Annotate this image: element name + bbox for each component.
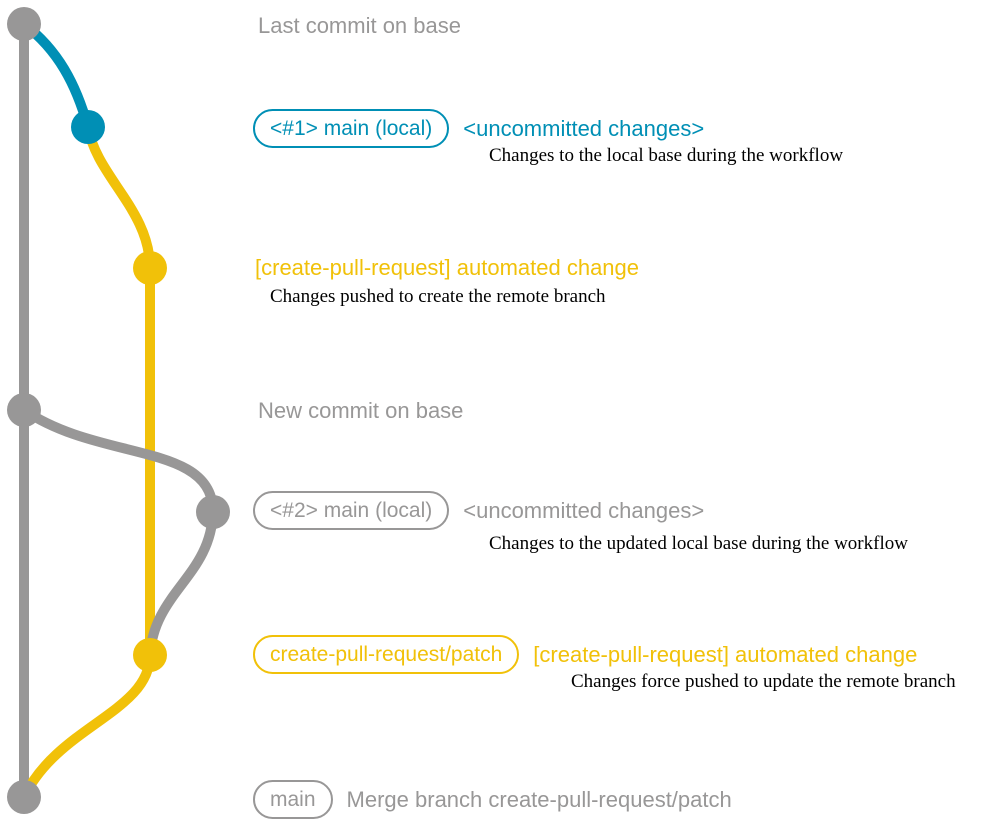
branch-badge-main-local-2: <#2> main (local) (253, 491, 450, 530)
commit-dot-uncommitted-1 (71, 110, 105, 144)
commit-dot-new-base (7, 393, 41, 427)
commit-row-uncommitted-2: <#2> main (local) <uncommitted changes> (253, 491, 704, 530)
merge-curve-patch-to-base (19, 650, 155, 802)
commit-message-automated-2: [create-pull-request] automated change (533, 641, 918, 667)
commit-message-automated-1: [create-pull-request] automated change (255, 255, 640, 280)
note-uncommitted-1: Changes to the local base during the wor… (489, 145, 844, 166)
branch-badge-main-local-1: <#1> main (local) (253, 109, 450, 148)
commit-message-uncommitted-2: <uncommitted changes> (463, 497, 705, 523)
git-graph (7, 7, 230, 814)
branch-badge-main: main (253, 780, 333, 819)
commit-dot-uncommitted-2 (196, 495, 230, 529)
commit-message-merge: Merge branch create-pull-request/patch (346, 786, 732, 812)
commit-dot-automated-1 (133, 251, 167, 285)
note-uncommitted-2: Changes to the updated local base during… (489, 533, 908, 554)
branch-off-curve-local-2 (19, 405, 218, 517)
commit-row-uncommitted-1: <#1> main (local) <uncommitted changes> (253, 109, 704, 148)
note-automated-1: Changes pushed to create the remote bran… (270, 286, 606, 307)
commit-message-new-base: New commit on base (258, 398, 464, 423)
commit-row-merge: main Merge branch create-pull-request/pa… (253, 780, 732, 819)
commit-dot-merge (7, 780, 41, 814)
commit-message-last-base: Last commit on base (258, 13, 461, 38)
note-automated-2: Changes force pushed to update the remot… (571, 671, 956, 692)
commit-message-uncommitted-1: <uncommitted changes> (463, 115, 705, 141)
branch-badge-patch: create-pull-request/patch (253, 635, 520, 674)
update-curve-local-2-to-patch (145, 507, 218, 660)
commit-dot-automated-2 (133, 638, 167, 672)
branch-off-curve-local-1 (19, 19, 93, 132)
commit-dot-last-base (7, 7, 41, 41)
branch-off-curve-patch (83, 122, 155, 273)
commit-row-automated-2: create-pull-request/patch [create-pull-r… (253, 635, 917, 674)
